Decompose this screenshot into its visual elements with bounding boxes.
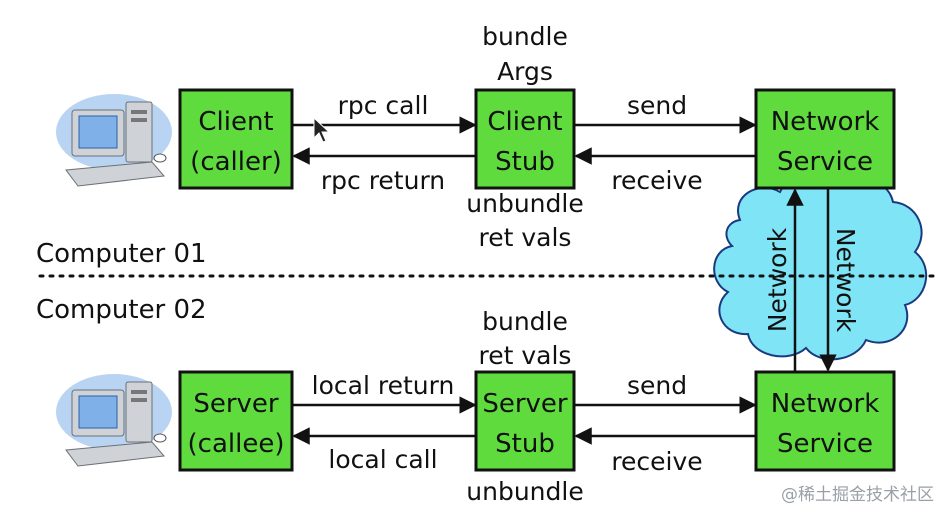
label-receive-top: receive	[611, 166, 702, 195]
desktop-computer-icon-top	[56, 94, 172, 187]
desktop-computer-icon-bottom	[56, 374, 172, 467]
cloud-icon	[713, 173, 927, 361]
note-ret-vals-bottom: ret vals	[479, 341, 572, 370]
note-unbundle-bottom: unbundle	[466, 477, 583, 506]
section-label-computer-02: Computer 02	[36, 295, 207, 325]
note-unbundle-top: unbundle	[466, 189, 583, 218]
network-service-top-line2: Service	[777, 147, 873, 177]
note-ret-vals-top: ret vals	[479, 223, 572, 252]
client-stub-box: Client Stub	[474, 88, 576, 190]
client-box-line1: Client	[198, 107, 273, 137]
section-label-computer-01: Computer 01	[36, 239, 207, 269]
client-stub-line2: Stub	[495, 147, 555, 177]
client-stub-line1: Client	[487, 107, 562, 137]
network-service-box-top: Network Service	[754, 88, 896, 190]
server-box-line1: Server	[193, 389, 279, 419]
network-service-bottom-line1: Network	[771, 389, 880, 419]
server-stub-line1: Server	[482, 389, 568, 419]
note-args: Args	[497, 57, 553, 86]
client-box: Client (caller)	[178, 88, 294, 190]
network-service-bottom-line2: Service	[777, 429, 873, 459]
mouse-pointer-icon	[313, 116, 331, 143]
label-send-top: send	[627, 91, 687, 120]
watermark: @稀土掘金技术社区	[781, 485, 934, 505]
label-rpc-return: rpc return	[321, 166, 445, 195]
label-receive-bottom: receive	[611, 447, 702, 476]
label-send-bottom: send	[627, 371, 687, 400]
note-bundle-bottom: bundle	[482, 307, 568, 336]
server-box: Server (callee)	[178, 370, 294, 472]
client-box-line2: (caller)	[190, 147, 282, 177]
note-bundle: bundle	[482, 22, 568, 51]
label-rpc-call: rpc call	[338, 91, 429, 120]
label-network-left: Network	[763, 227, 792, 332]
label-network-right: Network	[831, 228, 860, 333]
server-stub-line2: Stub	[495, 429, 555, 459]
label-local-call: local call	[328, 445, 437, 474]
label-local-return: local return	[312, 371, 455, 400]
server-box-line2: (callee)	[188, 429, 285, 459]
server-stub-box: Server Stub	[474, 370, 576, 472]
network-service-box-bottom: Network Service	[754, 370, 896, 472]
network-service-top-line1: Network	[771, 107, 880, 137]
